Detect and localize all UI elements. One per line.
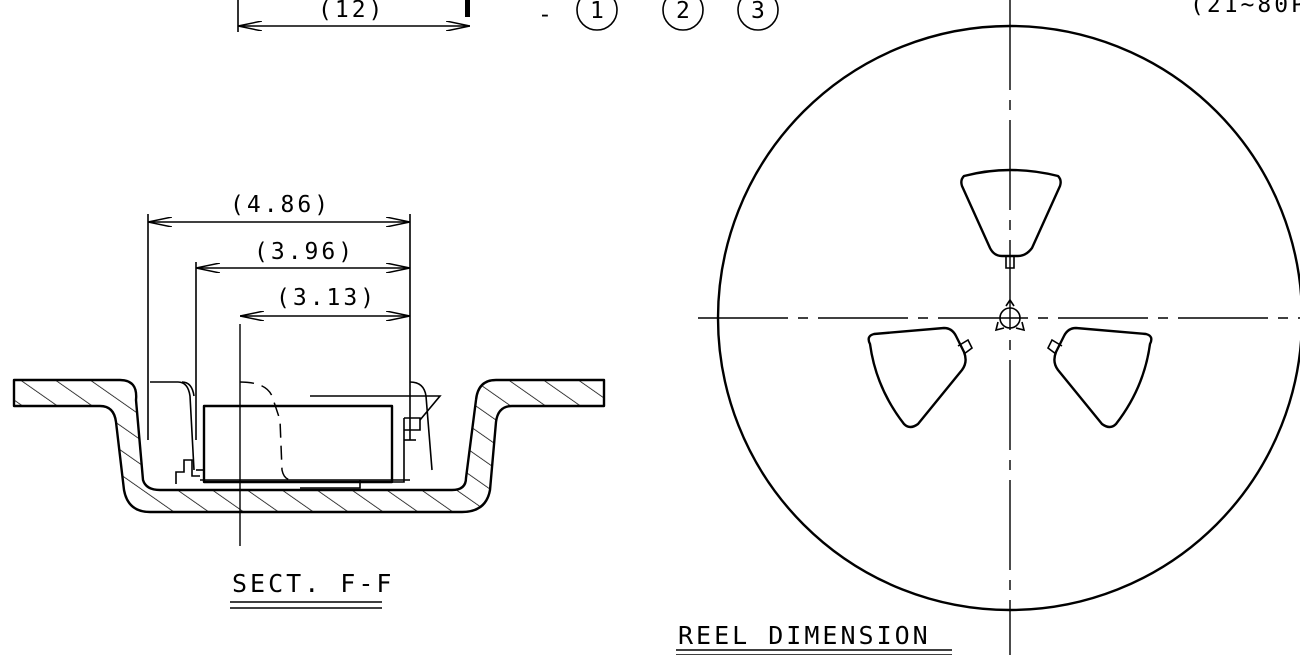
range-note: (21~80P	[1190, 0, 1300, 18]
reel-window-left	[867, 326, 967, 429]
svg-text:2: 2	[676, 0, 693, 24]
dim-12-label: (12)	[318, 0, 385, 23]
callout-2-icon: 2	[662, 0, 704, 31]
reel-title: REEL DIMENSION	[678, 621, 931, 650]
tape-wall-hatched	[12, 378, 606, 514]
callout-1-icon: 1	[576, 0, 618, 31]
dash-label: -	[538, 2, 555, 28]
svg-text:3: 3	[751, 0, 768, 24]
reel-drawing: REEL DIMENSION	[676, 0, 1300, 655]
callout-3-icon: 3	[737, 0, 779, 31]
header-fragment: (12) - 1 2 3 (21~80P	[237, 0, 1300, 32]
dim-313-label: (3.13)	[276, 285, 377, 311]
reel-window-top	[960, 168, 1062, 258]
section-title: SECT. F-F	[232, 569, 394, 598]
dim-486-label: (4.86)	[230, 192, 331, 218]
dim-396-label: (3.96)	[254, 239, 355, 265]
section-f-f-drawing: (4.86) (3.96) (3.13) SECT. F-F	[12, 192, 606, 609]
reel-hub-icon	[994, 298, 1026, 332]
svg-text:1: 1	[590, 0, 607, 24]
reel-window-right	[1053, 326, 1153, 429]
